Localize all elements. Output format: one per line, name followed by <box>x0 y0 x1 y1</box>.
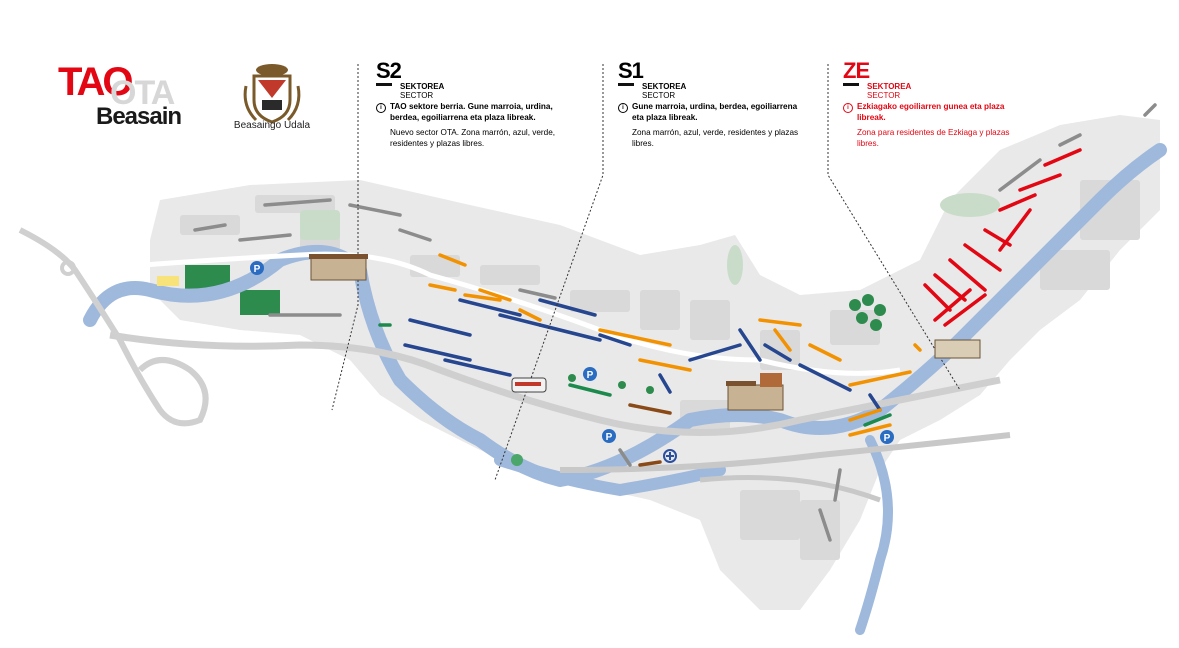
sector-underline <box>843 83 859 86</box>
roundabout <box>60 260 76 276</box>
sector-description: Nuevo sector OTA. Zona marrón, azul, ver… <box>390 128 556 148</box>
park-areas <box>300 193 1000 285</box>
sector-code: ZE <box>843 58 870 83</box>
river-branch-south <box>855 435 893 635</box>
trees <box>568 294 886 394</box>
zone-grey-lines <box>193 103 1157 542</box>
health-center-icon[interactable] <box>663 449 677 463</box>
sector-info: i Ezkiagako egoiliarren gunea eta plaza … <box>843 102 1033 123</box>
town-hall-icon <box>726 373 784 411</box>
info-icon: i <box>376 103 386 113</box>
info-icon: i <box>843 103 853 113</box>
parking-icon[interactable]: P <box>250 261 264 275</box>
sector-info: i Gune marroia, urdina, berdea, egoiliar… <box>618 102 808 123</box>
municipal-crest-icon <box>243 64 301 124</box>
sector-info: i TAO sektore berria. Gune marroia, urdi… <box>376 102 566 123</box>
sector-info-text: TAO sektore berria. Gune marroia, urdina… <box>390 102 553 122</box>
sector-info-text: Ezkiagako egoiliarren gunea eta plaza li… <box>857 102 1005 122</box>
sector-info-text: Gune marroia, urdina, berdea, egoiliarre… <box>632 102 798 122</box>
zone-green-lines <box>378 323 892 427</box>
sector-word-es: SECTOR <box>642 91 676 100</box>
sector-code: S1 <box>618 58 644 83</box>
svg-text:P: P <box>254 264 261 275</box>
logo-ota: OTA <box>110 74 175 112</box>
svg-text:P: P <box>884 433 891 444</box>
info-icon: i <box>618 103 628 113</box>
sector-description: Zona marrón, azul, verde, residentes y p… <box>632 128 799 148</box>
sector-description: Zona para residentes de Ezkiaga y plazas… <box>857 128 1010 148</box>
parking-icon[interactable]: P <box>602 429 616 443</box>
railway <box>109 331 1001 436</box>
zone-red-lines <box>923 148 1082 327</box>
logo-city: Beasain <box>96 103 182 130</box>
tao-ota-logo: TAO OTA Beasain <box>58 62 208 137</box>
crest-label: Beasaingo Udala <box>233 120 311 131</box>
highway-2 <box>699 475 881 503</box>
building-blocks <box>180 180 1140 560</box>
zone-blue-lines <box>403 298 882 412</box>
bus-stop-icon[interactable] <box>511 454 523 466</box>
svg-text:P: P <box>587 370 594 381</box>
highway <box>559 432 1011 473</box>
sector-divider-lines <box>331 64 961 481</box>
landmark-building-west <box>309 254 368 281</box>
sector-ze-panel: ZE SEKTOREA SECTOR i Ezkiagako egoiliarr… <box>843 60 1033 149</box>
sector-code: S2 <box>376 58 402 83</box>
zone-orange-lines <box>428 253 922 437</box>
sector-word-eu: SEKTOREA <box>400 82 445 91</box>
sector-s2-panel: S2 SEKTOREA SECTOR i TAO sektore berria.… <box>376 60 566 149</box>
sector-word-es: SECTOR <box>867 91 901 100</box>
sector-word-eu: SEKTOREA <box>642 82 687 91</box>
zone-brown-lines <box>628 403 672 467</box>
sector-underline <box>618 83 634 86</box>
sector-underline <box>376 83 392 86</box>
ezkiaga-building-icon <box>934 339 981 359</box>
svg-text:P: P <box>606 432 613 443</box>
logo-tao: TAO <box>58 60 133 104</box>
sports-logo-icon <box>157 276 179 286</box>
parking-icon[interactable]: P <box>583 367 597 381</box>
sector-s1-panel: S1 SEKTOREA SECTOR i Gune marroia, urdin… <box>618 60 808 149</box>
sector-word-es: SECTOR <box>400 91 434 100</box>
sector-word-eu: SEKTOREA <box>867 82 912 91</box>
train-icon[interactable] <box>511 377 547 393</box>
river-branch <box>494 454 726 497</box>
parking-icon[interactable]: P <box>880 430 894 444</box>
